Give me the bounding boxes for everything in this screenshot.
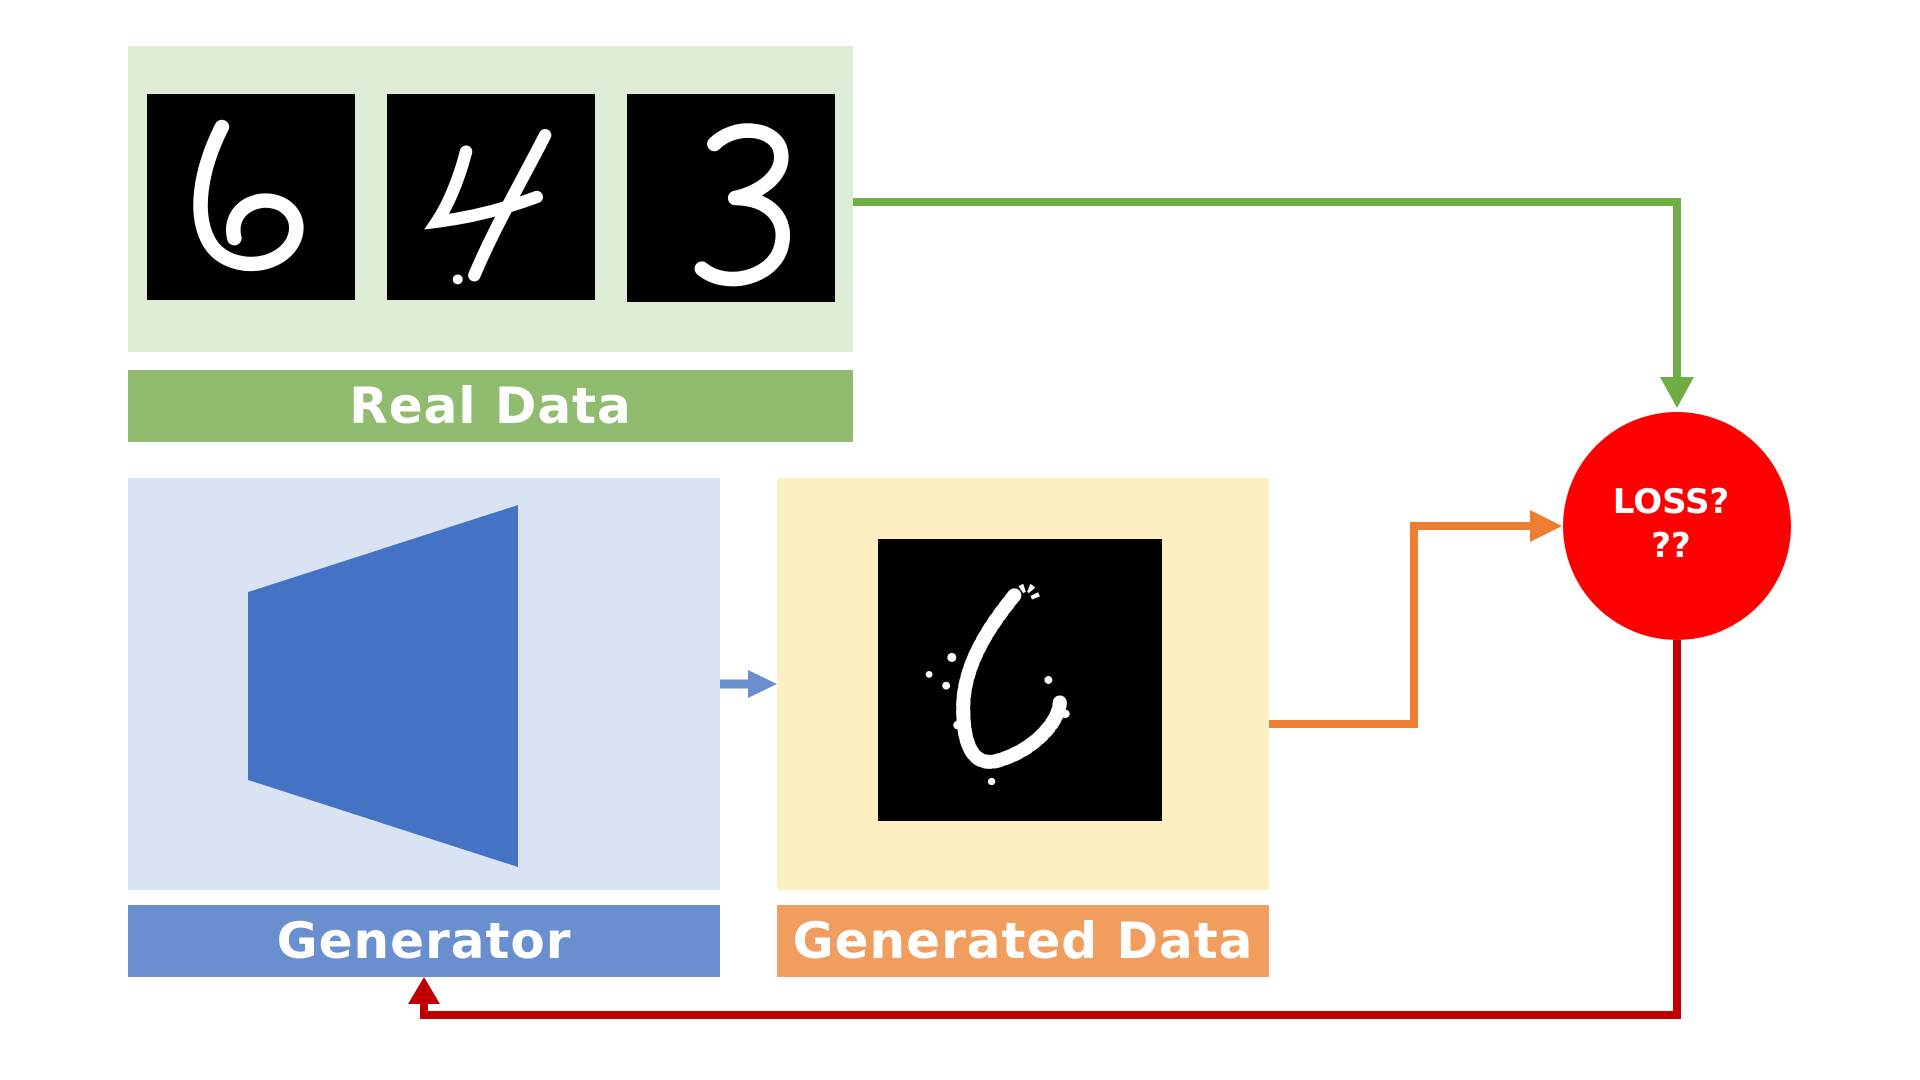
- real-digit-3-image: [627, 94, 835, 302]
- loss-text: LOSS? ??: [1556, 480, 1786, 568]
- real-to-loss-arrowhead: [1660, 377, 1694, 408]
- real-digit-4-image: [387, 94, 595, 300]
- generated-data-label: Generated Data: [777, 905, 1269, 977]
- generator-to-generated-arrowhead: [748, 670, 777, 698]
- generator-label: Generator: [128, 905, 720, 977]
- loss-line-1: LOSS?: [1612, 482, 1730, 522]
- real-data-label: Real Data: [128, 370, 853, 442]
- real-digit-6-image: [147, 94, 355, 300]
- generated-digit-image: [878, 539, 1162, 821]
- loss-to-generator-arrowhead: [408, 977, 440, 1004]
- generator-shape: [248, 505, 518, 867]
- loss-line-2: ??: [1651, 526, 1691, 566]
- real-to-loss-arrow: [853, 198, 1681, 385]
- generated-to-loss-arrow: [1269, 522, 1536, 728]
